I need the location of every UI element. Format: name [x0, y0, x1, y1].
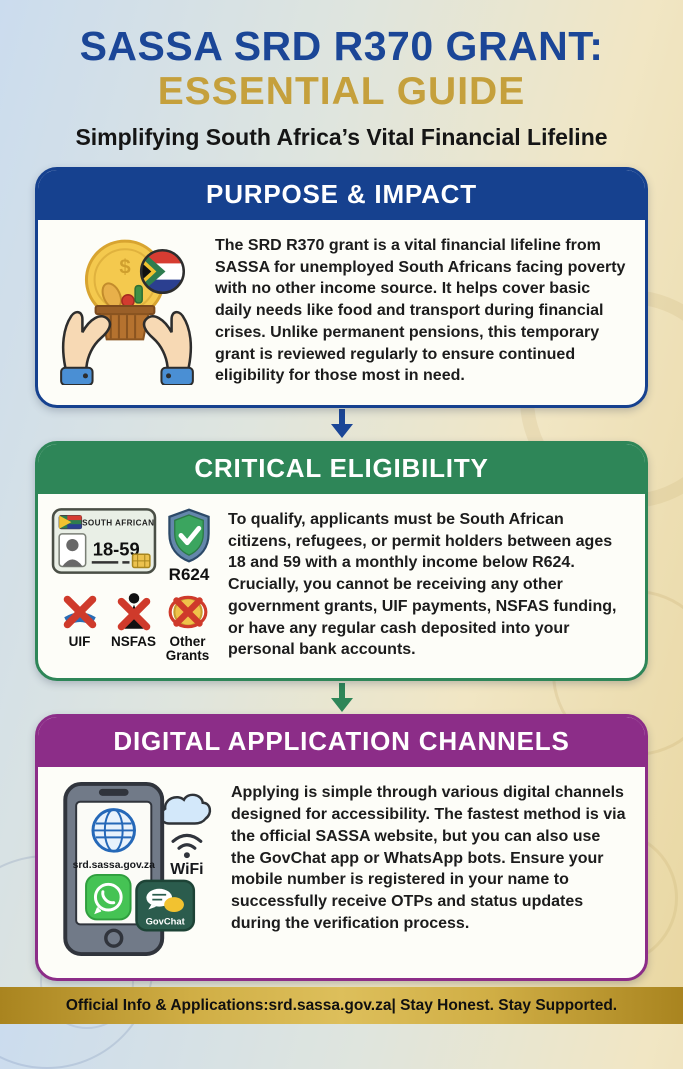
- wifi-label: WiFi: [170, 861, 203, 878]
- footer-prefix: Official Info & Applications:: [65, 996, 269, 1014]
- globe-icon: [91, 808, 136, 854]
- right-hand-icon: [142, 310, 194, 386]
- digital-channels-icon: WiFi srd.sassa.gov.za: [51, 780, 219, 963]
- whatsapp-icon: [85, 874, 132, 921]
- card-purpose-impact: PURPOSE & IMPACT $: [35, 166, 648, 408]
- nsfas-crossed-icon: [117, 593, 150, 631]
- card-digital-channels: DIGITAL APPLICATION CHANNELS WiFi: [35, 714, 648, 982]
- card-digital-channels-header: DIGITAL APPLICATION CHANNELS: [38, 717, 645, 768]
- id-card-chip-icon: [131, 553, 151, 569]
- coin-dollar-glyph: $: [119, 257, 130, 279]
- sa-id-card-icon: SOUTH AFRICAN 18-59: [51, 508, 157, 574]
- card-critical-eligibility-text: To qualify, applicants must be South Afr…: [228, 510, 617, 659]
- card-critical-eligibility-header: CRITICAL ELIGIBILITY: [38, 443, 645, 494]
- footer-suffix: | Stay Honest. Stay Supported.: [391, 996, 618, 1014]
- govchat-icon: GovChat: [135, 879, 196, 932]
- digital-channels-text-bold: can also use the GovChat app or WhatsApp…: [231, 827, 604, 932]
- excluded-nsfas-label: NSFAS: [110, 633, 156, 649]
- excluded-uif-label: UIF: [68, 633, 91, 649]
- page-title-line2: ESSENTIAL GUIDE: [157, 70, 526, 114]
- shield-check-icon: [168, 508, 210, 563]
- card-purpose-impact-header: PURPOSE & IMPACT: [38, 169, 645, 220]
- cloud-icon: [159, 793, 212, 826]
- hands-coin-basket-icon: $: [51, 233, 203, 390]
- govchat-label: GovChat: [146, 916, 185, 927]
- footer-bar: Official Info & Applications: srd.sassa.…: [0, 987, 683, 1024]
- wifi-icon: [171, 834, 203, 859]
- sa-flag-icon: [139, 248, 186, 295]
- down-arrow-icon-blue: [38, 408, 645, 441]
- excluded-other-grants-label: Other Grants: [165, 633, 210, 664]
- footer-site-url: srd.sassa.gov.za: [268, 996, 392, 1014]
- card-critical-eligibility: CRITICAL ELIGIBILITY SOUTH AFRICAN 18-: [35, 440, 648, 682]
- card-digital-channels-text: Applying is simple through various digit…: [231, 782, 628, 934]
- page-subtitle: Simplifying South Africa’s Vital Financi…: [75, 123, 608, 150]
- id-card-flag-icon: [58, 514, 83, 530]
- other-grants-crossed-icon: [168, 595, 207, 629]
- left-hand-icon: [60, 310, 112, 386]
- page-title-line1: SASSA SRD R370 GRANT:: [79, 23, 604, 69]
- down-arrow-icon-green: [38, 681, 645, 714]
- uif-crossed-icon: [63, 595, 96, 629]
- page-header: SASSA SRD R370 GRANT: ESSENTIAL GUIDE Si…: [0, 0, 683, 151]
- id-card-country-label: SOUTH AFRICAN: [82, 519, 154, 528]
- phone-url-label: srd.sassa.gov.za: [73, 860, 156, 871]
- card-purpose-impact-text: The SRD R370 grant is a vital financial …: [215, 236, 626, 385]
- id-card-age-range: 18-59: [93, 538, 140, 559]
- income-threshold-label: R624: [168, 564, 210, 584]
- digital-channels-text-regular: Applying is simple through various digit…: [231, 784, 626, 845]
- eligibility-icons: SOUTH AFRICAN 18-59: [51, 507, 216, 663]
